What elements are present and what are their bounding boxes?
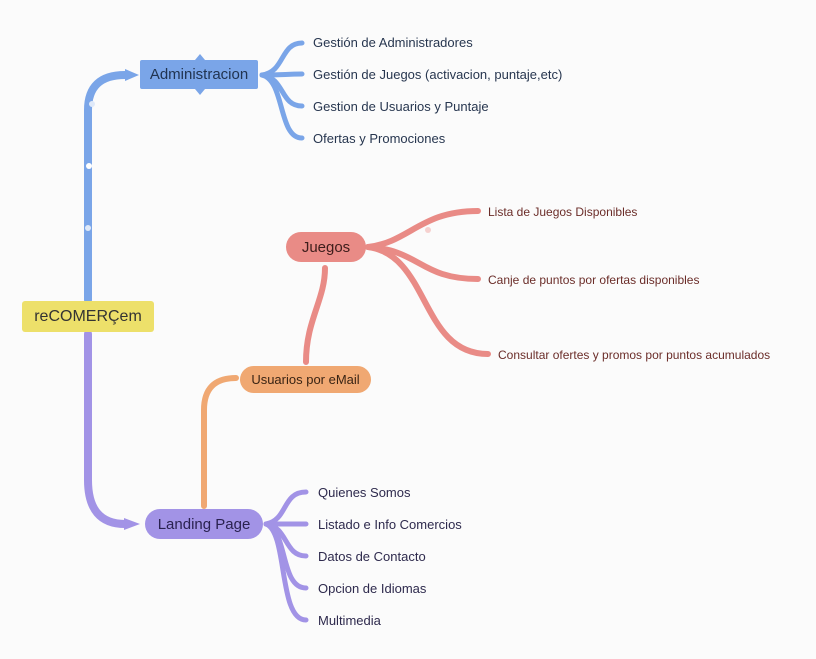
juegos-branches [365, 208, 491, 357]
usuarios-node[interactable]: Usuarios por eMail [240, 366, 371, 393]
connector-dot [89, 101, 95, 107]
landing-item-quienes-somos[interactable]: Quienes Somos [318, 485, 411, 500]
connector-dot [85, 225, 91, 231]
admin-item-gestion-administradores[interactable]: Gestión de Administradores [313, 35, 473, 50]
juegos-node[interactable]: Juegos [286, 232, 366, 262]
connector-root-administracion [84, 71, 129, 304]
administracion-node[interactable]: Administracion [140, 60, 258, 89]
landing-item-multimedia[interactable]: Multimedia [318, 613, 381, 628]
landing-branches [263, 489, 309, 623]
juegos-item-canje[interactable]: Canje de puntos por ofertas disponibles [488, 273, 700, 287]
arrowhead-landing [124, 518, 140, 530]
connector-usuarios-juegos [303, 265, 328, 365]
administracion-node-tab [195, 89, 205, 95]
landing-item-datos-contacto[interactable]: Datos de Contacto [318, 549, 426, 564]
juegos-item-consultar[interactable]: Consultar ofertes y promos por puntos ac… [498, 348, 771, 362]
admin-item-ofertas[interactable]: Ofertas y Promociones [313, 131, 446, 146]
landing-item-idiomas[interactable]: Opcion de Idiomas [318, 581, 427, 596]
root-node[interactable]: reCOMERÇem [22, 301, 154, 332]
connector-dot [425, 227, 431, 233]
administracion-branches [259, 40, 305, 141]
arrowhead-administracion [125, 69, 139, 81]
landing-item-listado-comercios[interactable]: Listado e Info Comercios [318, 517, 462, 532]
administracion-node-tab [195, 54, 205, 60]
connector-landing-usuarios [201, 375, 239, 509]
connector-root-landing [84, 330, 129, 528]
admin-item-gestion-juegos[interactable]: Gestión de Juegos (activacion, puntaje,e… [313, 67, 563, 82]
connector-dot [86, 163, 92, 169]
admin-item-gestion-usuarios[interactable]: Gestion de Usuarios y Puntaje [313, 99, 489, 114]
juegos-item-lista[interactable]: Lista de Juegos Disponibles [488, 205, 638, 219]
landing-node[interactable]: Landing Page [145, 509, 263, 539]
